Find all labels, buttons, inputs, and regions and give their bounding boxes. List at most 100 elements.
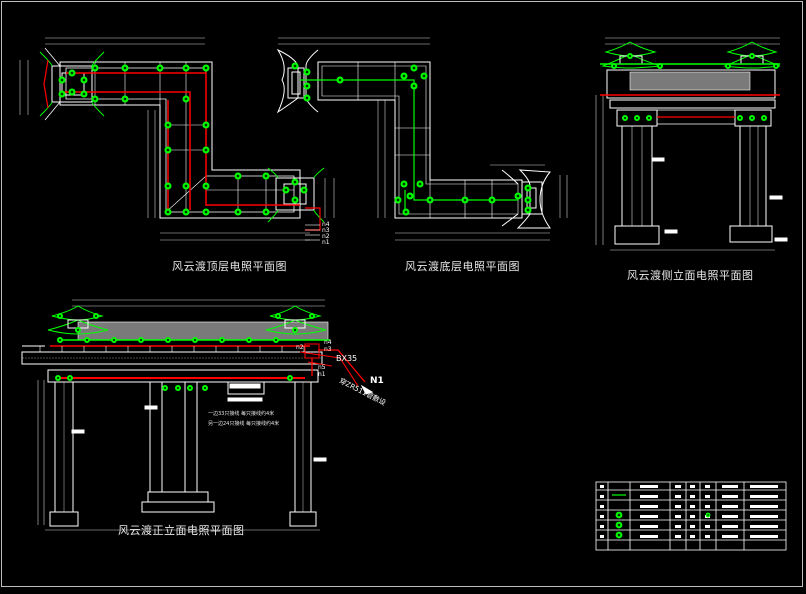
lamp-fixture-icon — [202, 208, 210, 216]
circuit-label-front-n5: n5 — [318, 364, 326, 371]
lamp-fixture-icon — [291, 196, 299, 204]
lamp-fixture-icon — [75, 327, 81, 333]
circuit-label-front-n1: n1 — [318, 371, 326, 378]
lamp-fixture-icon — [461, 196, 469, 204]
lamp-fixture-icon — [58, 90, 66, 98]
top-plan-fixtures — [58, 64, 308, 216]
title-bottom-floor-plan: 风云渡底层电照平面图 — [405, 260, 520, 273]
lamp-fixture-icon — [705, 512, 711, 518]
bottom-floor-plan — [276, 37, 568, 241]
lamp-fixture-icon — [84, 337, 90, 343]
side-elevation — [595, 37, 788, 251]
note-line-2: 另一边24只接线 每只接线约4米 — [208, 421, 280, 427]
lamp-fixture-icon — [80, 90, 88, 98]
circuit-label-front-n4: n4 — [324, 339, 332, 346]
bottom-plan-dimensions — [278, 37, 568, 241]
lamp-fixture-icon — [615, 531, 623, 539]
lamp-fixture-icon — [300, 186, 308, 194]
side-elevation-fixtures — [611, 53, 779, 121]
lamp-fixture-icon — [182, 182, 190, 190]
bottom-plan-pavilion-left — [276, 48, 319, 114]
lamp-fixture-icon — [187, 385, 193, 391]
lamp-fixture-icon — [91, 95, 99, 103]
lamp-fixture-icon — [111, 337, 117, 343]
lamp-fixture-icon — [57, 337, 63, 343]
front-deck-posts — [39, 346, 305, 352]
lamp-fixture-icon — [273, 337, 279, 343]
title-top-floor-plan: 风云渡顶层电照平面图 — [172, 260, 287, 273]
lamp-fixture-icon — [410, 82, 418, 90]
lamp-fixture-icon — [400, 180, 408, 188]
lamp-fixture-icon — [164, 208, 172, 216]
lamp-fixture-icon — [93, 313, 99, 319]
lamp-fixture-icon — [234, 172, 242, 180]
lamp-fixture-icon — [57, 313, 63, 319]
top-plan-circuit-ticks — [305, 224, 320, 241]
lamp-fixture-icon — [121, 95, 129, 103]
lamp-fixture-icon — [420, 72, 428, 80]
lamp-fixture-icon — [773, 63, 779, 69]
front-elevation — [21, 299, 374, 531]
lamp-fixture-icon — [524, 196, 532, 204]
lamp-fixture-icon — [202, 146, 210, 154]
lamp-fixture-icon — [524, 206, 532, 214]
lamp-fixture-icon — [165, 337, 171, 343]
lamp-fixture-icon — [657, 63, 663, 69]
lamp-fixture-icon — [164, 146, 172, 154]
lamp-fixture-icon — [400, 72, 408, 80]
bottom-plan-fixtures — [291, 62, 532, 216]
lamp-fixture-icon — [646, 115, 652, 121]
circuit-label-top-n3: n3 — [322, 227, 330, 234]
front-elevation-dimensions — [37, 299, 325, 531]
lamp-fixture-icon — [164, 182, 172, 190]
lamp-fixture-icon — [58, 76, 66, 84]
lamp-fixture-icon — [202, 64, 210, 72]
lamp-fixture-icon — [292, 327, 298, 333]
lamp-fixture-icon — [749, 53, 755, 59]
lamp-fixture-icon — [749, 115, 755, 121]
lamp-fixture-icon — [91, 64, 99, 72]
lamp-fixture-icon — [761, 115, 767, 121]
lamp-fixture-icon — [303, 68, 311, 76]
lamp-fixture-icon — [182, 208, 190, 216]
lamp-fixture-icon — [611, 63, 617, 69]
lamp-fixture-icon — [627, 53, 633, 59]
circuit-label-top-n2: n2 — [322, 233, 330, 240]
circuit-label-top-n1: n1 — [322, 239, 330, 246]
lamp-fixture-icon — [202, 385, 208, 391]
lamp-fixture-icon — [67, 375, 73, 381]
note-line-1: 一边33只接线 每只接线约4米 — [208, 411, 275, 417]
lamp-fixture-icon — [394, 196, 402, 204]
lamp-fixture-icon — [262, 172, 270, 180]
top-plan-pavilion-left — [39, 47, 105, 121]
lamp-fixture-icon — [615, 521, 623, 529]
lamp-fixture-icon — [164, 121, 172, 129]
lamp-fixture-icon — [416, 180, 424, 188]
circuit-label-front-n3: n3 — [324, 346, 332, 353]
feed-mark: N1 — [370, 376, 384, 386]
lamp-fixture-icon — [80, 76, 88, 84]
front-elevation-fixtures — [55, 313, 315, 391]
lamp-fixture-icon — [246, 337, 252, 343]
lamp-fixture-icon — [175, 385, 181, 391]
lamp-fixture-icon — [309, 313, 315, 319]
lamp-fixture-icon — [262, 208, 270, 216]
lamp-fixture-icon — [282, 186, 290, 194]
lamp-fixture-icon — [121, 64, 129, 72]
circuit-label-top-n4: n4 — [322, 221, 330, 228]
lamp-fixture-icon — [287, 375, 293, 381]
lamp-fixture-icon — [514, 192, 522, 200]
lamp-fixture-icon — [192, 337, 198, 343]
lamp-fixture-icon — [303, 94, 311, 102]
top-floor-plan — [19, 37, 335, 241]
lamp-fixture-icon — [202, 121, 210, 129]
lamp-fixture-icon — [291, 62, 299, 70]
lamp-fixture-icon — [737, 115, 743, 121]
lamp-fixture-icon — [291, 178, 299, 186]
panel-label: BX35 — [336, 354, 358, 363]
lamp-fixture-icon — [219, 337, 225, 343]
lamp-fixture-icon — [406, 192, 414, 200]
lamp-fixture-icon — [615, 511, 623, 519]
